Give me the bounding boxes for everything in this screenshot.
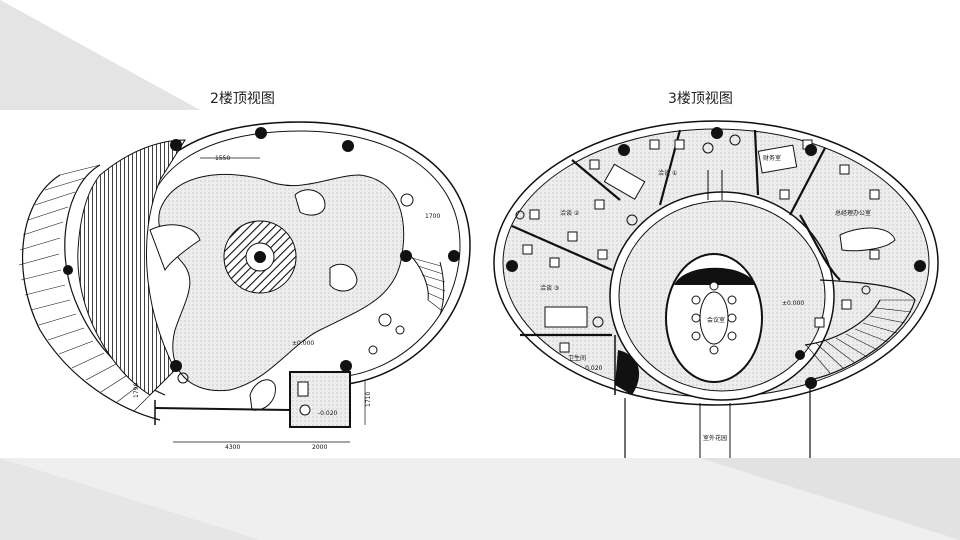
dim-bottom-right: 2000 xyxy=(312,444,327,451)
label-lounge-2: 洽谈 ② xyxy=(560,209,580,217)
dim-bottom-left: 4300 xyxy=(225,444,240,451)
meeting-chairs xyxy=(691,281,737,355)
level-main-3f: ±0.000 xyxy=(782,300,804,307)
dim-side: 1710 xyxy=(365,392,372,407)
chair-icons-3f xyxy=(522,139,880,353)
staircase-treads xyxy=(18,164,156,412)
dim-left: 1790 xyxy=(133,383,140,398)
label-wc-3f: 卫生间 xyxy=(568,354,586,362)
level-wc-3f: -0.020 xyxy=(583,365,603,372)
plant-icons-2f xyxy=(177,193,414,384)
level-wc-2f: -0.020 xyxy=(318,410,338,417)
plan-2f-title: 2楼顶视图 xyxy=(210,91,275,107)
plan-2f: 1550 1700 4300 2000 1790 1710 ±0.000 -0.… xyxy=(18,121,471,451)
dim-top: 1550 xyxy=(215,155,230,162)
label-office: 总经理办公室 xyxy=(835,209,871,217)
plant-icons-3f xyxy=(515,134,871,328)
column-markers-2f xyxy=(63,127,460,372)
staircase-treads-3f xyxy=(805,299,915,374)
label-lounge-1: 洽谈 ① xyxy=(658,169,677,177)
dim-right: 1700 xyxy=(425,213,440,220)
level-main-2f: ±0.000 xyxy=(292,340,314,347)
plan-3f-title: 3楼顶视图 xyxy=(668,91,733,107)
label-meeting: 会议室 xyxy=(707,316,725,324)
column-markers-3f xyxy=(506,127,926,389)
label-lounge-3: 洽谈 ③ xyxy=(540,284,559,292)
plan-3f: 洽谈 ① 洽谈 ② 洽谈 ③ 财务室 总经理办公室 会议室 卫生间 -0.020… xyxy=(493,120,939,458)
label-finance: 财务室 xyxy=(763,154,781,162)
label-garden: 室外花园 xyxy=(703,434,727,442)
